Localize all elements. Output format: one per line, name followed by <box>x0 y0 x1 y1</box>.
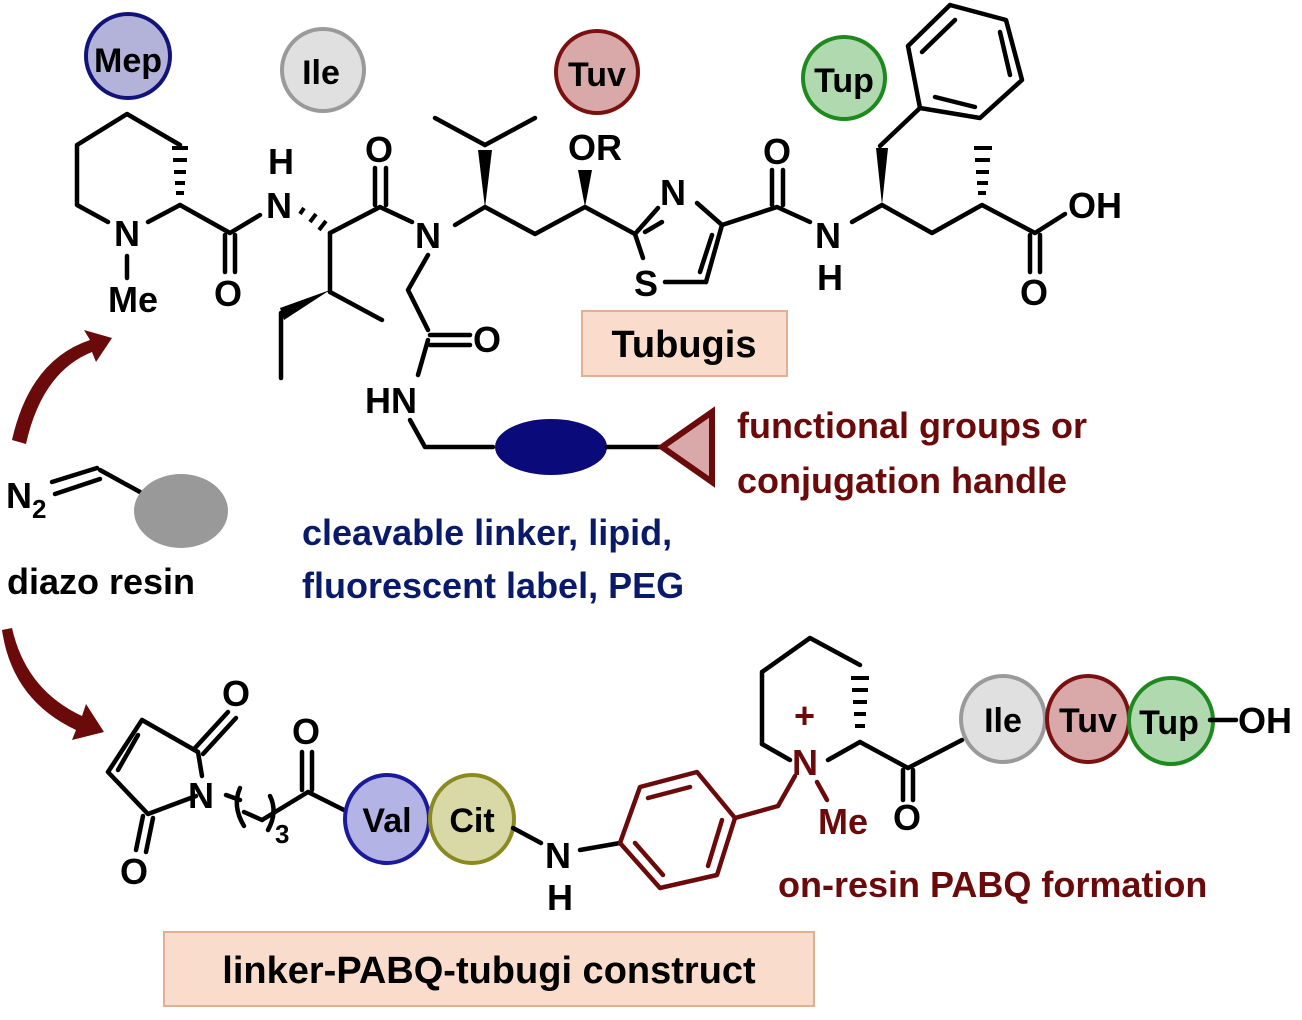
diazo-resin-caption: diazo resin <box>7 561 195 602</box>
linker-hn: HN <box>365 380 417 421</box>
quaternary-plus: + <box>794 695 815 736</box>
ile-carbonyl-o: O <box>365 129 393 170</box>
tubugis-title: Tubugis <box>612 324 757 366</box>
construct-label-box: linker-PABQ-tubugi construct <box>163 931 815 1007</box>
linker-ellipse <box>495 419 607 475</box>
mep-carbonyl-o: O <box>214 273 242 314</box>
badge-mep-label: Mep <box>94 42 162 80</box>
badge-tuv: Tuv <box>554 29 640 115</box>
badge-cit-circle <box>428 773 516 865</box>
pabq-formation-caption: on-resin PABQ formation <box>778 864 1207 905</box>
arrow-down-icon <box>2 628 104 740</box>
linker-carbonyl-o: O <box>473 319 501 360</box>
pip-carbonyl-o: O <box>893 797 921 838</box>
diazo-n2: N2 <box>6 475 46 524</box>
construct-title: linker-PABQ-tubugi construct <box>222 950 756 992</box>
badge-ile-bottom: Ile <box>959 674 1047 764</box>
wedge-bond <box>478 150 492 208</box>
tuv-or-group: OR <box>568 127 622 168</box>
badge-cit: Cit <box>428 773 516 865</box>
badge-ile-bottom-label: Ile <box>984 702 1022 740</box>
tup-acid-oh: OH <box>1068 185 1122 226</box>
badge-cit-label: Cit <box>449 802 494 840</box>
maleimide-n: N <box>188 775 214 816</box>
linker-caption-line2: fluorescent label, PEG <box>302 565 684 606</box>
ile-nh-n: N <box>266 185 292 226</box>
mep-n-atom: N <box>114 213 140 254</box>
badge-mep-circle <box>84 12 172 100</box>
tup-nh-h: H <box>817 257 843 298</box>
phenyl-ring <box>905 2 1025 121</box>
quaternary-n: N <box>792 742 818 783</box>
wedge-bond <box>876 148 888 205</box>
badge-tup: Tup <box>801 35 887 121</box>
pabq-benzene-ring <box>617 769 798 891</box>
badge-ile: Ile <box>280 27 366 113</box>
hashed-bond-pip <box>851 676 869 728</box>
hashed-bond-tup <box>974 146 992 195</box>
diazo-resin: N2 diazo resin <box>2 330 228 740</box>
tup-acid-o: O <box>1020 272 1048 313</box>
badge-tuv-bottom-label: Tuv <box>1059 702 1117 740</box>
wedge-bond <box>578 170 592 207</box>
tubugis-structure: Mep Ile Tuv Tup N <box>74 2 1122 606</box>
construct-terminal-oh: OH <box>1238 700 1292 741</box>
arrow-up-icon <box>12 330 112 444</box>
hashed-bond <box>172 146 188 195</box>
badge-tup-label: Tup <box>814 62 874 100</box>
thiazole-n: N <box>660 172 686 213</box>
piperidinium-ring: + N Me <box>759 635 869 842</box>
badge-tuv-circle <box>554 29 640 115</box>
tubugis-label-box: Tubugis <box>581 310 788 377</box>
badge-ile-label: Ile <box>302 54 340 92</box>
ile-nh-h: H <box>268 141 294 182</box>
badge-ile-circle <box>280 27 366 113</box>
tuv-n-atom: N <box>415 215 441 256</box>
conjugation-handle-triangle <box>656 406 715 488</box>
linker-caption-line1: cleavable linker, lipid, <box>302 512 672 553</box>
aniline-n: N <box>545 835 571 876</box>
functional-groups-caption-line1: functional groups or <box>737 405 1087 446</box>
maleimide-ring: O O N <box>105 673 250 892</box>
badge-val-label: Val <box>362 802 411 840</box>
badge-tuv-label: Tuv <box>568 56 626 94</box>
badge-tuv-bottom: Tuv <box>1045 674 1131 764</box>
chain-carbonyl-o: O <box>292 711 320 752</box>
maleimide-o-bottom: O <box>120 851 148 892</box>
thiazole-s: S <box>634 263 658 304</box>
mep-n-methyl: Me <box>108 279 158 320</box>
wedge-bond <box>280 290 330 320</box>
badge-mep: Mep <box>84 12 172 100</box>
aniline-h: H <box>547 877 573 918</box>
functional-groups-caption-line2: conjugation handle <box>737 460 1067 501</box>
tup-carbonyl-o: O <box>763 131 791 172</box>
hashed-bond-ile <box>298 206 328 232</box>
maleimide-o-top: O <box>222 673 250 714</box>
badge-val: Val <box>343 773 431 865</box>
mep-piperidine-ring: N Me <box>74 111 188 320</box>
thiazole-ring: N S <box>632 172 725 304</box>
tup-nh-n: N <box>815 215 841 256</box>
badge-tup-bottom: Tup <box>1127 676 1215 766</box>
chain-subscript-3: 3 <box>275 819 289 849</box>
badge-tup-circle <box>801 35 887 121</box>
construct-structure: O O N 3 O Val Cit N H <box>105 635 1292 1007</box>
badge-tup-bottom-label: Tup <box>1139 704 1199 742</box>
quaternary-methyl: Me <box>818 801 868 842</box>
resin-bead <box>134 474 228 548</box>
